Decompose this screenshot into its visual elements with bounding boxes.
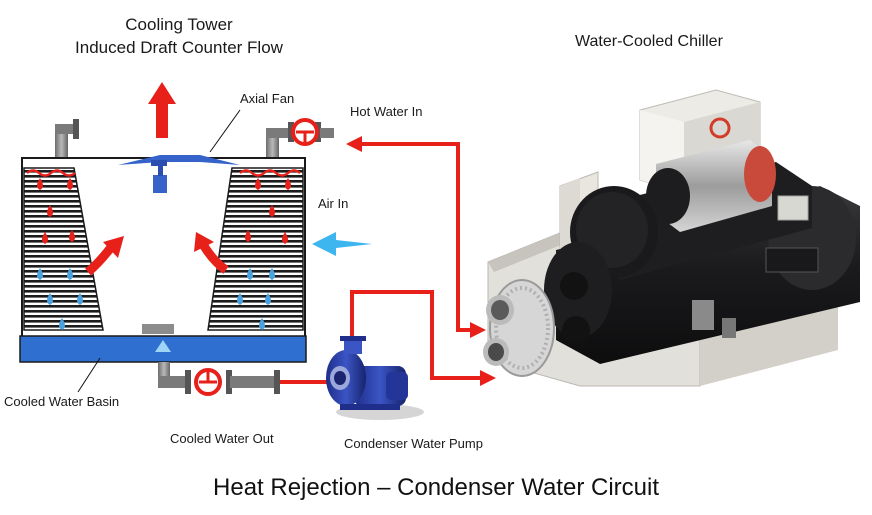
cooled-water-basin: [19, 324, 307, 363]
axial-fan-icon: [118, 155, 240, 193]
cooled-water-outlet-pipe: [158, 362, 280, 394]
basin-leader: [77, 357, 101, 393]
tower-title: Cooling Tower Induced Draft Counter Flow: [48, 13, 310, 59]
tower-inlet-pipe-left: [55, 119, 79, 158]
hot-water-in-label: Hot Water In: [350, 104, 423, 119]
tower-title-line-2: Induced Draft Counter Flow: [75, 38, 283, 57]
exhaust-air-arrow-icon: [148, 82, 176, 138]
axial-fan-label: Axial Fan: [240, 91, 295, 106]
chiller-nozzle-upper: [486, 295, 514, 325]
air-in-label: Air In: [318, 196, 349, 211]
rising-air-arrow-right-icon: [194, 232, 229, 274]
chiller-label: Water-Cooled Chiller: [575, 33, 723, 50]
hot-water-drops: [37, 178, 291, 244]
tower-title-line-1: Cooling Tower: [125, 15, 233, 34]
condenser-water-pump-icon: [326, 336, 424, 420]
air-in-arrow-icon: [312, 232, 372, 256]
condenser-water-circuit: [280, 142, 482, 384]
fill-media-right: [207, 167, 304, 331]
diagram-caption: Heat Rejection – Condenser Water Circuit: [213, 474, 659, 501]
chiller-return-arrowhead: [470, 322, 486, 338]
cooled-water-out-label: Cooled Water Out: [170, 431, 274, 446]
cooling-tower: [19, 82, 334, 363]
supply-arrowhead: [480, 370, 496, 386]
chiller-nozzle-lower: [483, 338, 509, 366]
cooled-water-drops: [37, 268, 275, 330]
cooled-water-basin-label: Cooled Water Basin: [4, 394, 120, 409]
hot-water-return-arrowhead: [346, 136, 362, 152]
cooled-water-valve-icon: [194, 368, 222, 396]
water-cooled-chiller-image: [483, 89, 860, 387]
condenser-water-pump-label: Condenser Water Pump: [344, 436, 483, 451]
axial-fan-leader: [209, 109, 241, 153]
fill-media-left: [23, 167, 104, 331]
rising-air-arrow-left-icon: [85, 236, 124, 276]
hot-water-valve-icon: [291, 118, 319, 146]
